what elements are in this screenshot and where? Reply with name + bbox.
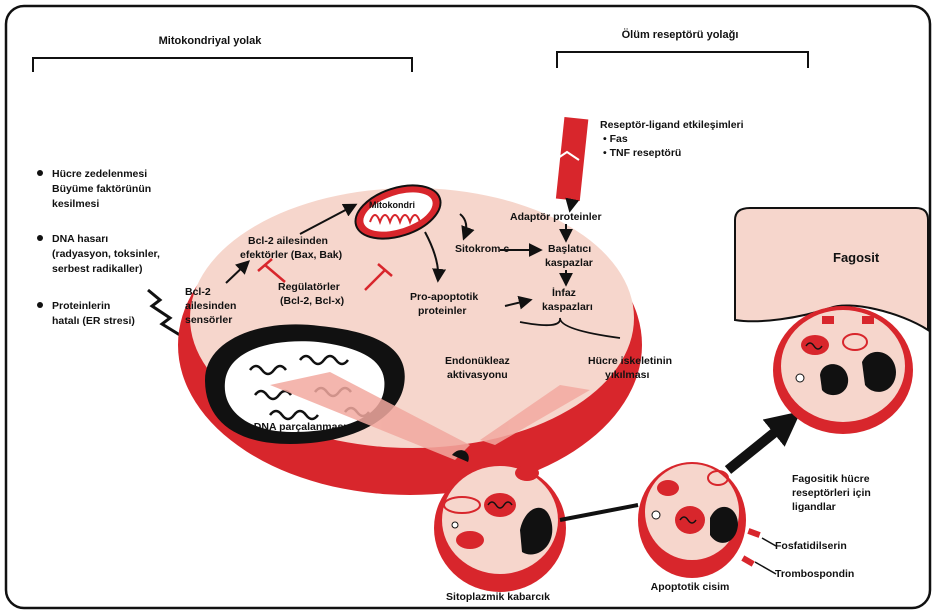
cause-3-line-2: hatalı (ER stresi) — [52, 315, 135, 327]
receptor-title: Reseptör-ligand etkileşimleri — [600, 119, 744, 131]
phosphatidylserine-label: Fosfatidilserin — [775, 540, 847, 552]
apoptotic-body-label: Apoptotik cisim — [651, 581, 730, 593]
endonuclease-line-2: aktivasyonu — [447, 369, 508, 381]
bleb-cell — [434, 464, 566, 592]
effectors-line-2: efektörler (Bax, Bak) — [240, 249, 342, 261]
ligand-note-line-2: reseptörleri için — [792, 487, 871, 499]
ligand-note-line-1: Fagositik hücre — [792, 473, 870, 485]
cause-1-line-3: kesilmesi — [52, 198, 99, 210]
cause-2-line-3: serbest radikaller) — [52, 263, 142, 275]
bleb-label: Sitoplazmik kabarcık — [446, 591, 550, 603]
regulators-line-1: Regülatörler — [278, 281, 340, 293]
sensors-line-3: sensörler — [185, 314, 232, 326]
endonuclease-line-1: Endonükleaz — [445, 355, 510, 367]
regulators-line-2: (Bcl-2, Bcl-x) — [280, 295, 344, 307]
cytoskeleton-line-1: Hücre iskeletinin — [588, 355, 672, 367]
bullet-icon — [37, 235, 43, 241]
sensors-line-1: Bcl-2 — [185, 286, 211, 298]
mitochondrion-label: Mitokondri — [369, 200, 415, 210]
phagocyte-label: Fagosit — [833, 250, 880, 265]
sensors-line-2: ailesinden — [185, 300, 236, 312]
effectors-line-1: Bcl-2 ailesinden — [248, 235, 328, 247]
cause-2-line-2: (radyasyon, toksinler, — [52, 248, 160, 260]
thrombospondin-label: Trombospondin — [775, 568, 854, 580]
receptor-item-fas: • Fas — [603, 133, 628, 145]
ligand-note-line-3: ligandlar — [792, 501, 836, 513]
proapoptotic-line-1: Pro-apoptotik — [410, 291, 478, 303]
mito-path-header: Mitokondriyal yolak — [159, 35, 263, 47]
executioner-line-1: İnfaz — [552, 286, 576, 299]
proapoptotic-line-2: proteinler — [418, 305, 466, 317]
dna-fragmentation-label: DNA parçalanması — [254, 421, 346, 433]
initiator-line-1: Başlatıcı — [548, 243, 591, 255]
cause-1-line-1: Hücre zedelenmesi — [52, 168, 147, 180]
cause-2-line-1: DNA hasarı — [52, 233, 108, 245]
initiator-line-2: kaspazlar — [545, 257, 593, 269]
executioner-line-2: kaspazları — [542, 301, 593, 313]
adapter-label: Adaptör proteinler — [510, 211, 602, 223]
cause-1-line-2: Büyüme faktörünün — [52, 183, 151, 195]
receptor-item-tnf: • TNF reseptörü — [603, 147, 681, 159]
bullet-icon — [37, 170, 43, 176]
bullet-icon — [37, 302, 43, 308]
cause-3-line-1: Proteinlerin — [52, 300, 110, 312]
death-path-header: Ölüm reseptörü yolağı — [622, 28, 739, 41]
cytoskeleton-line-2: yıkılması — [605, 369, 649, 381]
